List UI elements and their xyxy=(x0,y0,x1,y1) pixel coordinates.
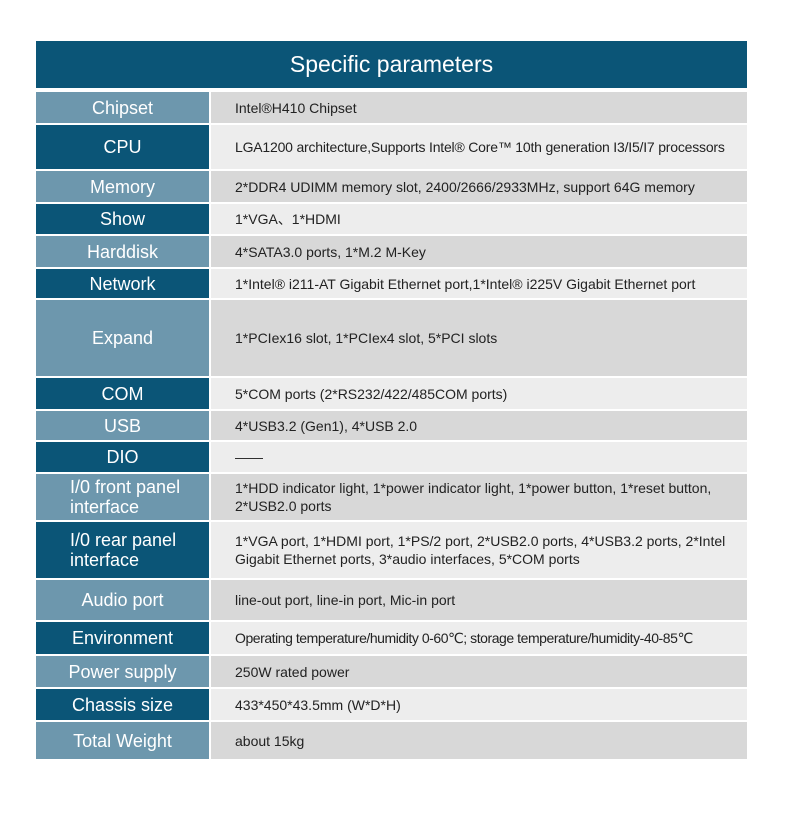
row-expand: Expand 1*PCIex16 slot, 1*PCIex4 slot, 5*… xyxy=(36,300,747,378)
row-value: —— xyxy=(211,442,747,472)
row-value: LGA1200 architecture,Supports Intel® Cor… xyxy=(211,125,747,169)
row-value: Operating temperature/humidity 0-60℃; st… xyxy=(211,622,747,654)
row-label: COM xyxy=(36,378,211,409)
row-dio: DIO —— xyxy=(36,442,747,474)
row-label: Environment xyxy=(36,622,211,654)
row-value: 1*Intel® i211-AT Gigabit Ethernet port,1… xyxy=(211,269,747,298)
row-io-rear: I/0 rear panel interface 1*VGA port, 1*H… xyxy=(36,522,747,580)
row-label: Total Weight xyxy=(36,722,211,759)
row-label: I/0 front panel interface xyxy=(36,474,211,520)
row-label: Show xyxy=(36,204,211,234)
row-audio: Audio port line-out port, line-in port, … xyxy=(36,580,747,622)
row-chassis-size: Chassis size 433*450*43.5mm (W*D*H) xyxy=(36,689,747,722)
row-network: Network 1*Intel® i211-AT Gigabit Etherne… xyxy=(36,269,747,300)
row-label: Chipset xyxy=(36,92,211,123)
row-io-front: I/0 front panel interface 1*HDD indicato… xyxy=(36,474,747,522)
spec-table: Specific parameters Chipset Intel®H410 C… xyxy=(36,41,747,759)
row-value: 433*450*43.5mm (W*D*H) xyxy=(211,689,747,720)
table-title: Specific parameters xyxy=(36,41,747,88)
row-power-supply: Power supply 250W rated power xyxy=(36,656,747,689)
row-com: COM 5*COM ports (2*RS232/422/485COM port… xyxy=(36,378,747,411)
row-harddisk: Harddisk 4*SATA3.0 ports, 1*M.2 M-Key xyxy=(36,236,747,269)
row-usb: USB 4*USB3.2 (Gen1), 4*USB 2.0 xyxy=(36,411,747,442)
row-chipset: Chipset Intel®H410 Chipset xyxy=(36,92,747,125)
row-label: Network xyxy=(36,269,211,298)
row-value: 5*COM ports (2*RS232/422/485COM ports) xyxy=(211,378,747,409)
row-cpu: CPU LGA1200 architecture,Supports Intel®… xyxy=(36,125,747,171)
row-value: line-out port, line-in port, Mic-in port xyxy=(211,580,747,620)
row-label: Audio port xyxy=(36,580,211,620)
row-label: CPU xyxy=(36,125,211,169)
row-label: Power supply xyxy=(36,656,211,687)
row-value: 250W rated power xyxy=(211,656,747,687)
row-label: Expand xyxy=(36,300,211,376)
row-value: about 15kg xyxy=(211,722,747,759)
row-value: 1*HDD indicator light, 1*power indicator… xyxy=(211,474,747,520)
row-label: Harddisk xyxy=(36,236,211,267)
row-label: Memory xyxy=(36,171,211,202)
row-value: 1*VGA、1*HDMI xyxy=(211,204,747,234)
row-show: Show 1*VGA、1*HDMI xyxy=(36,204,747,236)
row-label: DIO xyxy=(36,442,211,472)
row-value: 2*DDR4 UDIMM memory slot, 2400/2666/2933… xyxy=(211,171,747,202)
row-label: Chassis size xyxy=(36,689,211,720)
row-value: Intel®H410 Chipset xyxy=(211,92,747,123)
row-total-weight: Total Weight about 15kg xyxy=(36,722,747,759)
row-label: I/0 rear panel interface xyxy=(36,522,211,578)
row-value: 4*USB3.2 (Gen1), 4*USB 2.0 xyxy=(211,411,747,440)
row-memory: Memory 2*DDR4 UDIMM memory slot, 2400/26… xyxy=(36,171,747,204)
row-value: 4*SATA3.0 ports, 1*M.2 M-Key xyxy=(211,236,747,267)
row-value: 1*VGA port, 1*HDMI port, 1*PS/2 port, 2*… xyxy=(211,522,747,578)
row-environment: Environment Operating temperature/humidi… xyxy=(36,622,747,656)
row-value: 1*PCIex16 slot, 1*PCIex4 slot, 5*PCI slo… xyxy=(211,300,747,376)
row-label: USB xyxy=(36,411,211,440)
